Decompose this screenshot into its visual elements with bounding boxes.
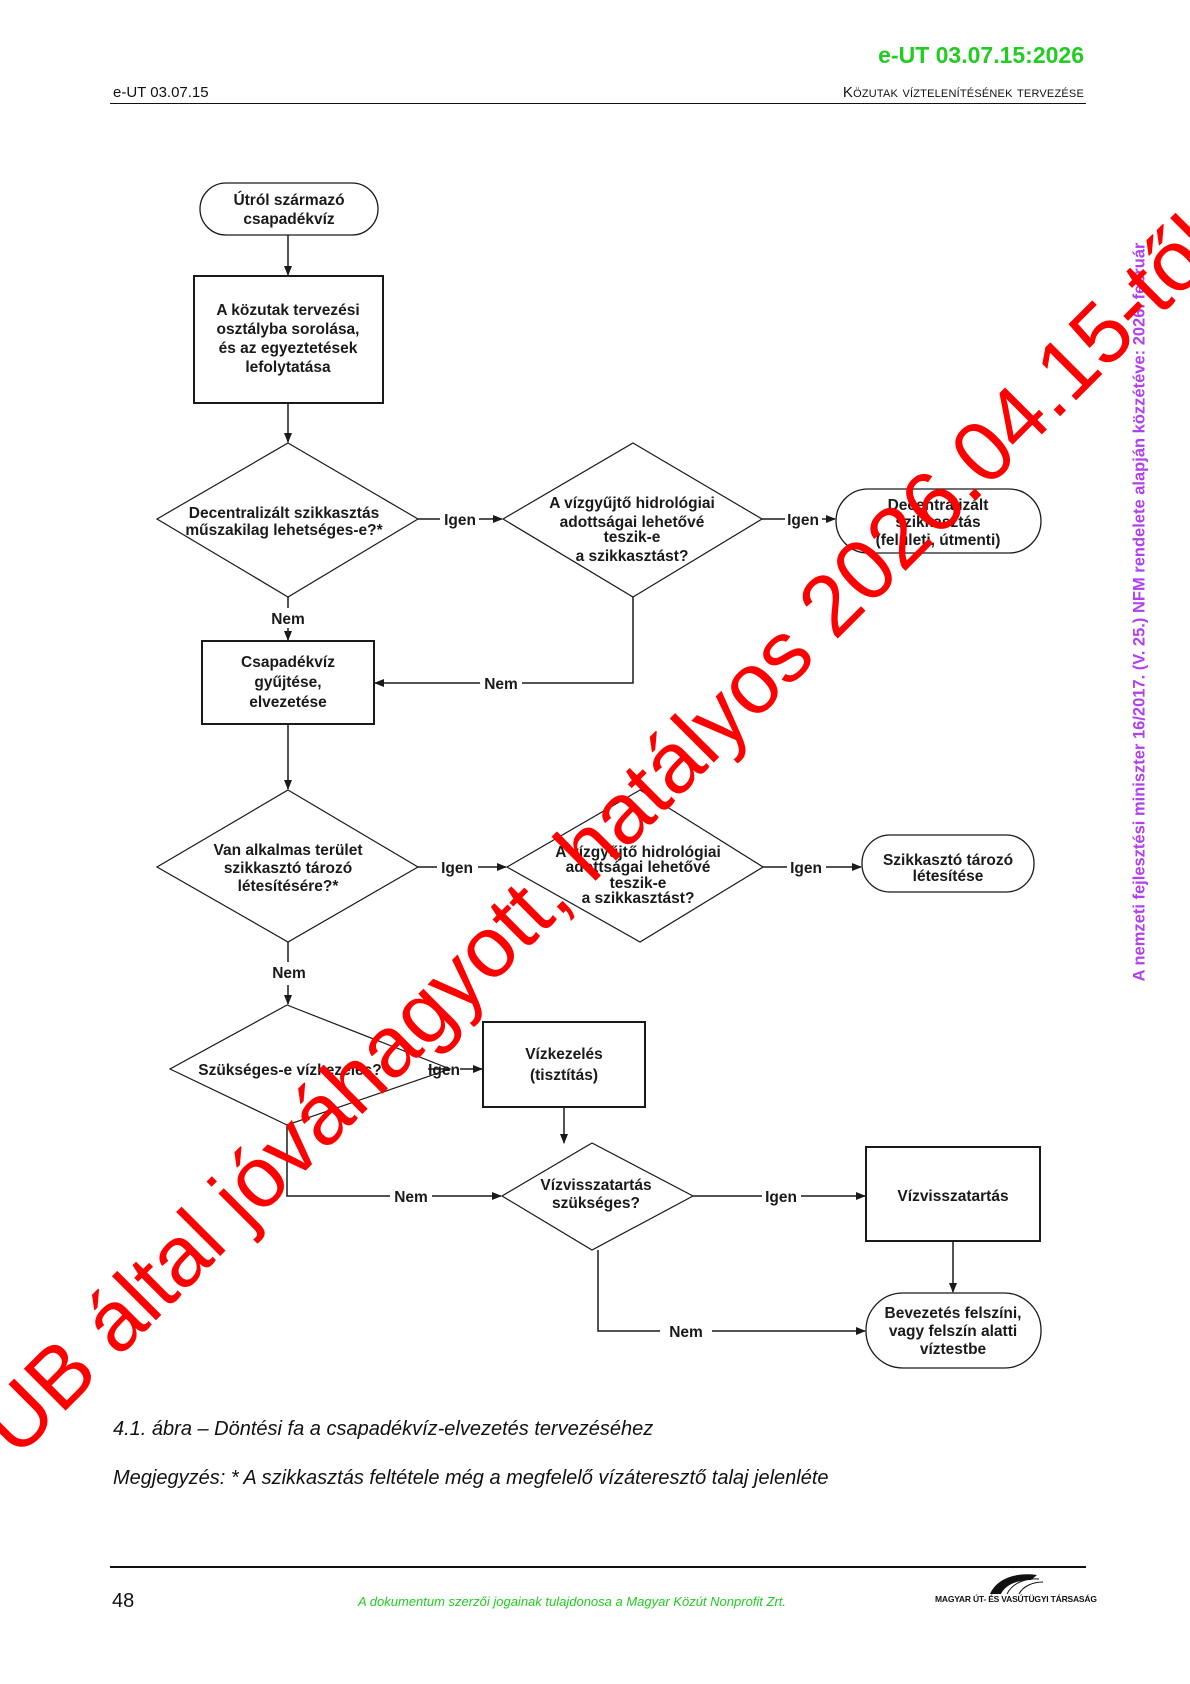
footer-divider	[110, 1566, 1086, 1568]
road-logo-icon	[990, 1574, 1044, 1595]
society-logo: MAGYAR ÚT- ÉS VASÚTÜGYI TÁRSASÁG	[935, 1570, 1097, 1610]
retain-text: Vízvisszatartás	[897, 1188, 1008, 1205]
end-discharge-terminal	[865, 1292, 1042, 1369]
decision-retain	[500, 1142, 695, 1251]
yes-label: Igen	[787, 512, 819, 529]
page-number: 48	[112, 1590, 135, 1612]
decision-hydro-2	[505, 789, 765, 943]
yes-label: Igen	[441, 860, 473, 877]
logo-text: MAGYAR ÚT- ÉS VASÚTÜGYI TÁRSASÁG	[935, 1594, 1097, 1604]
end-decentral-terminal	[835, 488, 1042, 554]
figure-note: Megjegyzés: * A szikkasztás feltétele mé…	[113, 1467, 829, 1489]
document-code-green: e-UT 03.07.15:2026	[878, 42, 1084, 68]
yes-label: Igen	[790, 860, 822, 877]
start-terminal	[199, 182, 379, 236]
no-label: Nem	[669, 1324, 703, 1341]
decision-treat-text: Szükséges-e vízkezelés?	[198, 1062, 382, 1079]
yes-label: Igen	[444, 512, 476, 529]
treat-text: Vízkezelés(tisztítás)	[525, 1046, 603, 1084]
header-divider	[110, 103, 1086, 104]
no-label: Nem	[271, 611, 305, 628]
yes-label: Igen	[765, 1189, 797, 1206]
figure-caption: 4.1. ábra – Döntési fa a csapadékvíz-elv…	[113, 1418, 654, 1440]
treat-box	[482, 1021, 646, 1108]
no-label: Nem	[484, 676, 518, 693]
footer-copyright: A dokumentum szerzői jogainak tulajdonos…	[358, 1594, 787, 1609]
publication-watermark-vertical: A nemzeti fejlesztési miniszter 16/2017.…	[1130, 242, 1149, 982]
header-doc-code: e-UT 03.07.15	[113, 84, 209, 101]
header-section-title: Közutak víztelenítésének tervezése	[842, 84, 1084, 101]
no-label: Nem	[272, 965, 306, 982]
no-label: Nem	[394, 1189, 428, 1206]
end-reservoir-terminal	[861, 834, 1035, 893]
yes-label: Igen	[428, 1062, 460, 1079]
